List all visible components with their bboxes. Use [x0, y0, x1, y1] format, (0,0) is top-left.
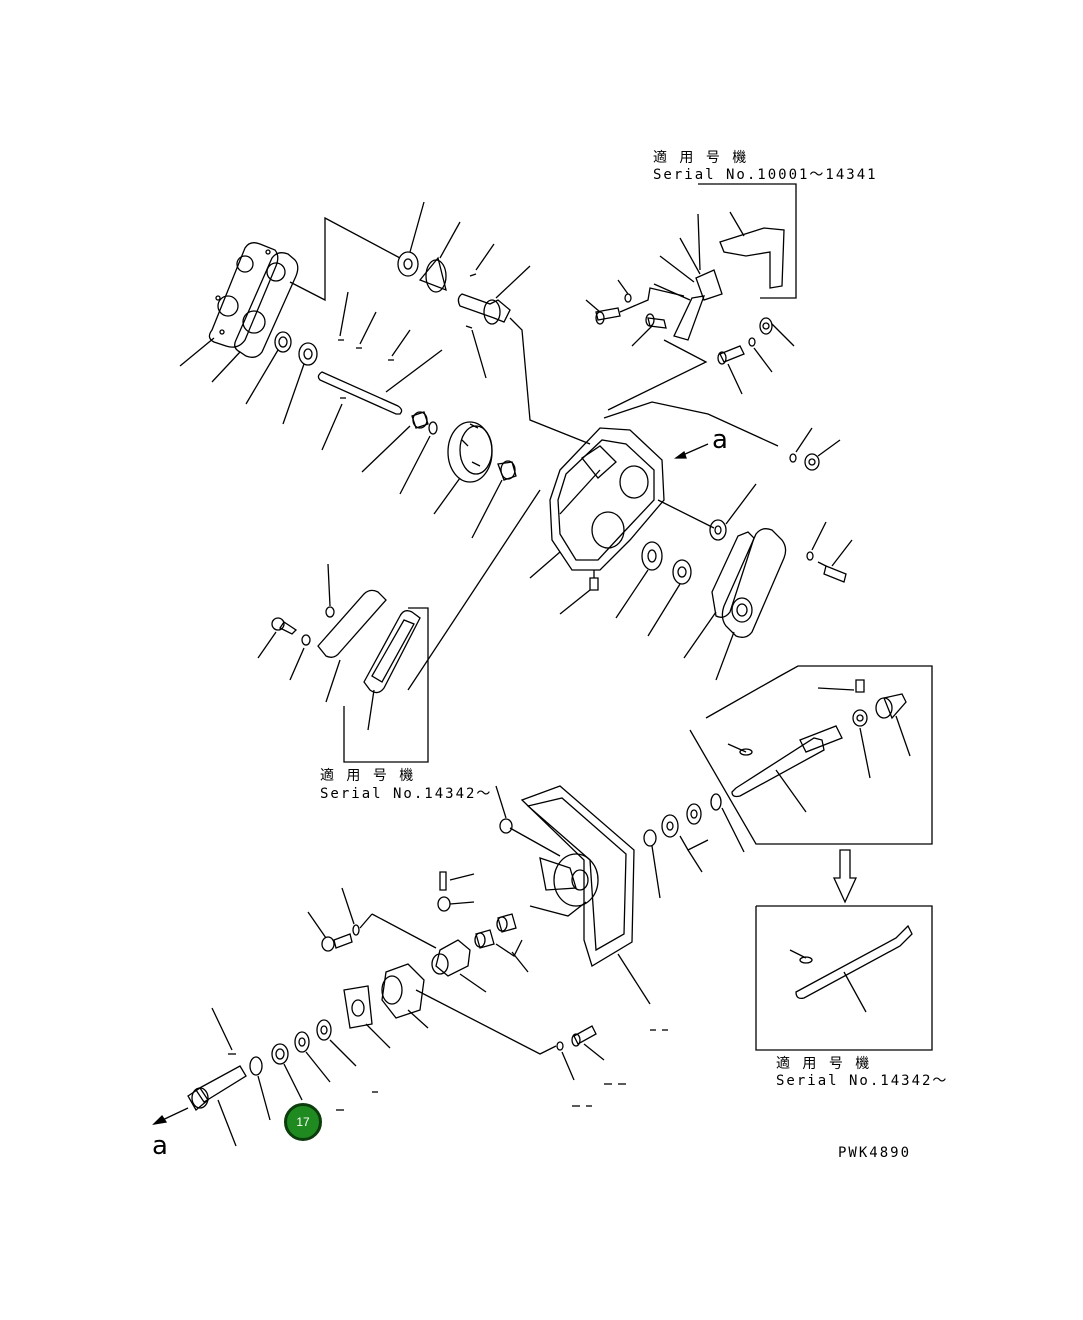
- collar-1: [411, 411, 429, 429]
- gear-housing: [549, 427, 665, 571]
- bearing-4: [672, 559, 692, 585]
- arrow-a-top-label: a: [712, 425, 728, 455]
- serial-top-jp: 適 用 号 機: [653, 150, 749, 166]
- serial-box-right-upper: [689, 665, 933, 845]
- bolt-left-1: [271, 617, 298, 635]
- bolt-top-2: [645, 313, 667, 329]
- flanged-housing-1: [431, 939, 471, 977]
- washer-3: [789, 453, 797, 463]
- snap-ring-3: [249, 1056, 263, 1076]
- serial-left-en: Serial No.14342～: [320, 786, 493, 802]
- washer-top-3: [748, 337, 756, 347]
- small-washer-top: [624, 293, 632, 303]
- washer-1: [428, 421, 438, 435]
- drawing-code: PWK4890: [838, 1145, 912, 1161]
- snap-ring-2: [643, 829, 657, 847]
- gasket-plate: [343, 985, 373, 1029]
- output-shaft: [187, 1065, 247, 1111]
- serial-top-en: Serial No.10001～14341: [653, 167, 878, 183]
- part-callout-badge[interactable]: 17: [284, 1103, 322, 1141]
- bevel-gear: [418, 256, 447, 293]
- bearing-cap: [875, 693, 907, 720]
- flanged-housing-2: [381, 963, 425, 1019]
- serial-box-top: [653, 183, 797, 341]
- nut-right-upper: [852, 709, 868, 727]
- serial-left-jp: 適 用 号 機: [320, 768, 416, 784]
- large-gear: [447, 421, 493, 483]
- bearing-2: [298, 342, 318, 366]
- bearing-1: [274, 331, 292, 353]
- fan-bracket: [520, 785, 635, 967]
- cover-plate-gasket: [234, 252, 299, 358]
- nut-upper-right: [804, 453, 820, 471]
- serial-box-left: [317, 563, 429, 763]
- right-cover-gasket: [711, 531, 755, 618]
- key-pin-lower: [465, 325, 473, 329]
- snap-ring-1: [710, 793, 722, 811]
- down-arrow: [832, 849, 858, 904]
- bolt-lower-1: [321, 933, 353, 952]
- part-callout-number: 17: [296, 1115, 310, 1129]
- set-screw: [855, 679, 865, 693]
- serial-right-jp: 適 用 号 機: [776, 1056, 872, 1072]
- cover-plate-outer: [208, 242, 279, 348]
- grease-nipple: [589, 570, 599, 591]
- serial-right-en: Serial No.14342～: [776, 1073, 949, 1089]
- long-shaft: [317, 371, 403, 415]
- bearing-3: [641, 541, 663, 571]
- spacer-ring: [271, 1043, 289, 1065]
- washer-lower-2: [556, 1041, 564, 1051]
- serial-box-right-lower: [755, 905, 933, 1051]
- bearing-5: [686, 803, 702, 825]
- nut-right: [709, 519, 727, 541]
- small-bolt-left: [325, 606, 335, 618]
- bolt-right: [817, 561, 847, 583]
- bushing-2: [496, 913, 517, 933]
- bearing-8: [294, 1031, 310, 1053]
- bolt-lower-2: [571, 1025, 597, 1047]
- collar-2: [497, 460, 517, 481]
- nut-top: [759, 317, 773, 335]
- bushing-1: [474, 929, 495, 949]
- bearing-7: [316, 1019, 332, 1041]
- washer-lower-1: [352, 924, 360, 936]
- arrow-a-bottom-label: a: [152, 1131, 168, 1161]
- pinion-shaft: [457, 293, 511, 325]
- washer-left: [301, 634, 311, 646]
- washer-2: [806, 551, 814, 561]
- nut-fan: [499, 818, 513, 834]
- stud-1: [439, 871, 447, 891]
- nut-mid: [437, 896, 451, 912]
- upper-bearing: [397, 251, 419, 277]
- direction-arrow-a: [674, 443, 709, 459]
- bolt-top-3: [717, 345, 745, 365]
- right-cover: [721, 528, 787, 638]
- direction-arrow-a-bottom: [152, 1107, 189, 1125]
- key-pin-upper: [469, 273, 477, 277]
- bearing-6: [661, 814, 679, 838]
- bolt-top-1: [595, 307, 621, 325]
